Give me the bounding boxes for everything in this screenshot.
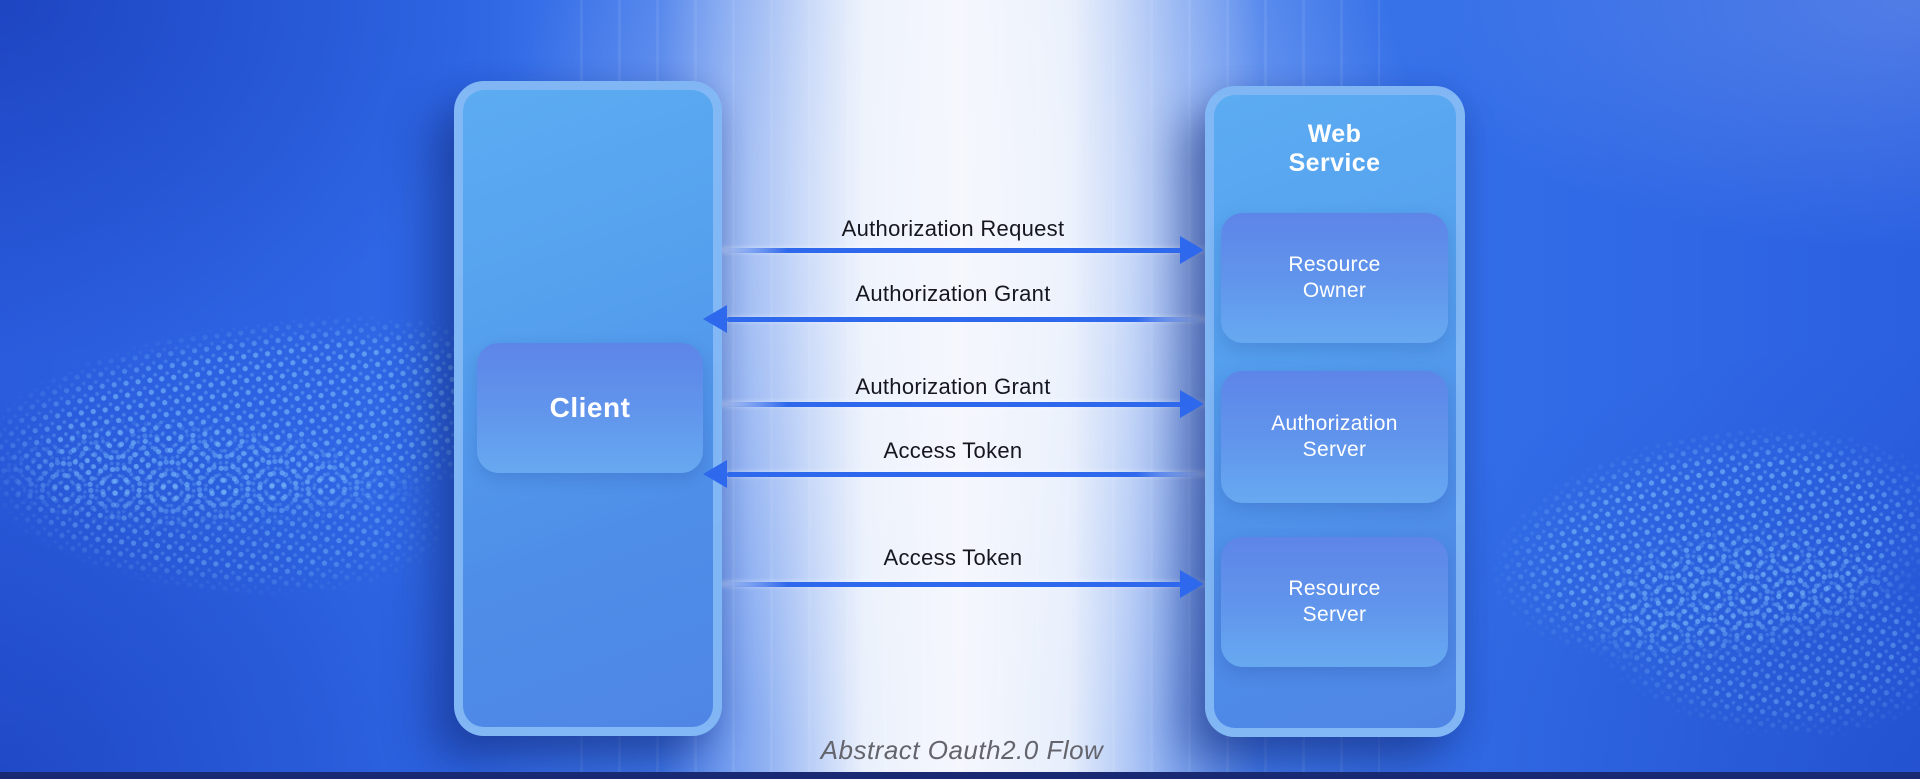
arrow-left-icon xyxy=(703,305,727,333)
flow-label-authorization-grant-2: Authorization Grant xyxy=(855,374,1051,399)
web-service-title: Web Service xyxy=(1288,120,1381,177)
arrow-right-icon xyxy=(1180,570,1204,598)
resource-owner-label: Resource Owner xyxy=(1288,253,1381,302)
diagram-caption: Abstract Oauth2.0 Flow xyxy=(820,735,1104,765)
flow-label-authorization-request: Authorization Request xyxy=(841,216,1065,241)
bottom-edge-bar xyxy=(0,772,1920,779)
client-label: Client xyxy=(549,392,631,423)
resource-server-label: Resource Server xyxy=(1288,577,1381,626)
arrow-authorization-grant-return xyxy=(727,317,1203,322)
resource-owner-box: Resource Owner xyxy=(1221,213,1448,343)
arrow-access-token-return xyxy=(727,472,1203,477)
arrow-right-icon xyxy=(1180,390,1204,418)
arrow-right-icon xyxy=(1180,236,1204,264)
authorization-server-label: Authorization Server xyxy=(1271,412,1398,461)
background-light-band xyxy=(660,0,1260,779)
authorization-server-box: Authorization Server xyxy=(1221,371,1448,503)
arrow-access-token-send xyxy=(723,582,1182,587)
arrow-left-icon xyxy=(703,460,727,488)
flow-label-access-token-2: Access Token xyxy=(883,545,1023,570)
client-box: Client xyxy=(477,343,703,473)
dot-wave-right-lower xyxy=(1522,459,1920,779)
arrow-authorization-grant-send xyxy=(723,402,1182,407)
resource-server-box: Resource Server xyxy=(1221,537,1448,667)
flow-label-authorization-grant-1: Authorization Grant xyxy=(855,281,1051,306)
flow-label-access-token-1: Access Token xyxy=(883,438,1023,463)
arrow-authorization-request xyxy=(723,248,1182,253)
